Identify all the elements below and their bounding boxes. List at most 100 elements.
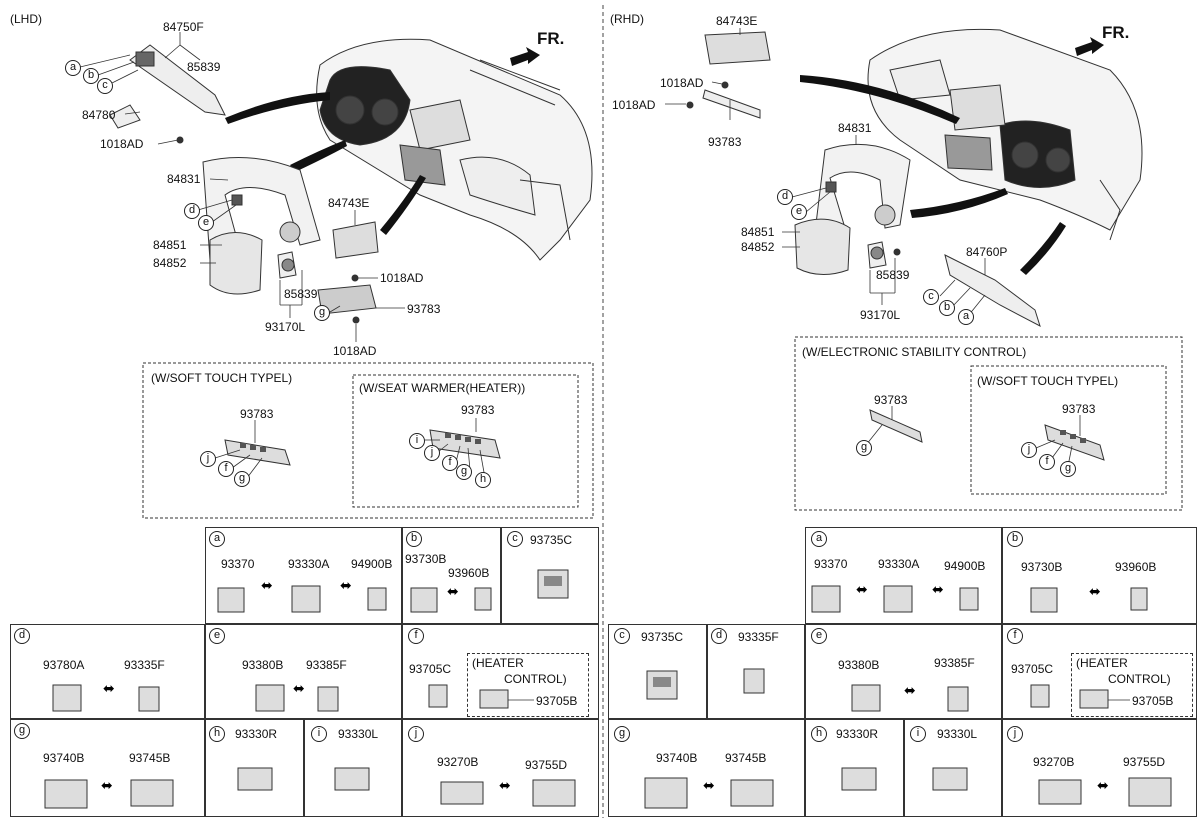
- callout-h: h: [475, 472, 491, 488]
- table-cell-g: g 93740B 93745B ⬌: [10, 719, 205, 817]
- svg-text:⬌: ⬌: [101, 778, 113, 794]
- part-label: 93705C: [409, 662, 452, 676]
- callout-j: j: [200, 451, 216, 467]
- cell-key: e: [209, 628, 225, 644]
- callout-f: f: [442, 455, 458, 471]
- part-label: 84851: [153, 238, 187, 252]
- svg-text:⬌: ⬌: [447, 584, 459, 600]
- part-label: 85839: [284, 287, 318, 301]
- part-label: 93783: [240, 407, 274, 421]
- part-label: 94900B: [944, 559, 986, 573]
- cell-key: h: [209, 726, 225, 742]
- svg-text:⬌: ⬌: [340, 578, 352, 594]
- table-cell-a: a 93370 93330A 94900B ⬌ ⬌: [205, 527, 402, 624]
- cell-key: i: [910, 726, 926, 742]
- lhd-seat-warmer-box: [352, 374, 579, 508]
- part-label: 84760P: [966, 245, 1008, 259]
- cell-key: d: [711, 628, 727, 644]
- callout-d: d: [184, 203, 200, 219]
- part-label: 93170L: [265, 320, 306, 334]
- cell-key: c: [507, 531, 523, 547]
- svg-text:⬌: ⬌: [293, 681, 305, 697]
- table-cell-i: i 93330L: [304, 719, 402, 817]
- callout-g: g: [234, 471, 250, 487]
- lhd-options-box: [142, 362, 594, 519]
- part-label: 93783: [874, 393, 908, 407]
- svg-text:⬌: ⬌: [261, 578, 273, 594]
- part-label: 1018AD: [660, 76, 704, 90]
- table-cell-c: c 93735C: [501, 527, 599, 624]
- part-label: 93783: [407, 302, 441, 316]
- callout-d: d: [777, 189, 793, 205]
- cell-key: i: [311, 726, 327, 742]
- part-label: 93740B: [656, 751, 698, 765]
- part-label: 93370: [814, 557, 848, 571]
- part-label: 93960B: [1115, 560, 1157, 574]
- table-cell-h: h 93330R: [205, 719, 304, 817]
- heater-note: (HEATER: [1076, 656, 1128, 670]
- table-cell-b: b 93730B 93960B ⬌: [1002, 527, 1197, 624]
- part-label: 93755D: [525, 758, 568, 772]
- part-label: 93330R: [836, 727, 879, 741]
- table-cell-f: f 93705C (HEATER CONTROL) 93705B: [402, 624, 599, 719]
- heater-note: (HEATER: [472, 656, 524, 670]
- table-cell-f: f 93705C (HEATER CONTROL) 93705B: [1002, 624, 1197, 719]
- lhd-title: (LHD): [10, 12, 42, 26]
- cell-key: e: [811, 628, 827, 644]
- rhd-dashboard-drawing: [867, 28, 1143, 241]
- part-label: 84852: [153, 256, 187, 270]
- svg-text:⬌: ⬌: [904, 683, 916, 699]
- part-label: 93330L: [338, 727, 379, 741]
- part-label: 94900B: [351, 557, 393, 571]
- part-label: 93385F: [306, 658, 347, 672]
- part-label: 1018AD: [612, 98, 656, 112]
- part-label: 93170L: [860, 308, 901, 322]
- part-label: 93370: [221, 557, 255, 571]
- part-label: 93335F: [738, 630, 779, 644]
- heater-control-box: (HEATER CONTROL) 93705B: [467, 653, 589, 717]
- table-cell-d: d 93335F: [707, 624, 805, 719]
- part-label: 93783: [461, 403, 495, 417]
- esc-title: (W/ELECTRONIC STABILITY CONTROL): [802, 345, 1027, 359]
- part-label: 85839: [876, 268, 910, 282]
- callout-e: e: [198, 215, 214, 231]
- callout-a: a: [65, 60, 81, 76]
- heater-control-box: (HEATER CONTROL) 93705B: [1071, 653, 1193, 717]
- svg-text:⬌: ⬌: [103, 681, 115, 697]
- part-label: 93705B: [536, 694, 578, 708]
- part-label: 93330A: [878, 557, 920, 571]
- part-label: 84743E: [716, 14, 758, 28]
- rhd-soft-touch-box: [970, 365, 1167, 495]
- svg-text:⬌: ⬌: [703, 778, 715, 794]
- cell-key: j: [1007, 726, 1023, 742]
- lhd-fr-arrow: [510, 47, 540, 66]
- part-label: 93735C: [641, 630, 684, 644]
- cell-key: j: [408, 726, 424, 742]
- callout-b: b: [939, 300, 955, 316]
- part-label: 93960B: [448, 566, 490, 580]
- callout-f: f: [1039, 454, 1055, 470]
- part-label: 93755D: [1123, 755, 1166, 769]
- part-label: 93783: [1062, 402, 1096, 416]
- cell-key: g: [614, 726, 630, 742]
- lhd-parts-drawing: [109, 44, 379, 324]
- callout-i: i: [409, 433, 425, 449]
- callout-g: g: [314, 305, 330, 321]
- lhd-dashboard-drawing: [316, 38, 593, 261]
- svg-text:⬌: ⬌: [1097, 778, 1109, 794]
- part-label: 84851: [741, 225, 775, 239]
- part-label: 93270B: [437, 755, 479, 769]
- table-cell-b: b 93730B 93960B ⬌: [402, 527, 501, 624]
- table-cell-i: i 93330L: [904, 719, 1002, 817]
- callout-c: c: [923, 289, 939, 305]
- part-label: 84743E: [328, 196, 370, 210]
- cell-key: a: [209, 531, 225, 547]
- rhd-fr-label: FR.: [1102, 23, 1130, 42]
- part-label: 93705C: [1011, 662, 1054, 676]
- part-label: 85839: [187, 60, 221, 74]
- part-label: 1018AD: [333, 344, 377, 358]
- heater-note: CONTROL): [504, 672, 567, 686]
- cell-key: d: [14, 628, 30, 644]
- part-label: 84831: [167, 172, 201, 186]
- callout-g: g: [456, 464, 472, 480]
